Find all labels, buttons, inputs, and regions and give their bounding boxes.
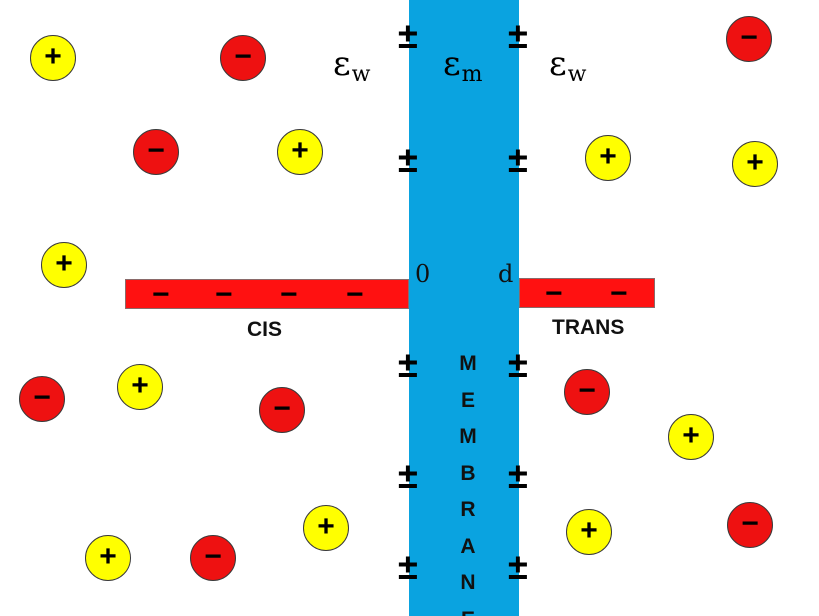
epsilon-subscript: w [351,62,371,87]
electrode-charge: − [280,278,298,311]
membrane-letter: E [460,388,475,412]
membrane-letter: N [460,571,476,594]
electrode-charge: − [152,278,170,311]
negative-ion: − [726,16,772,62]
surface-charge-left: ± [398,15,418,56]
membrane-letter: M [459,352,477,375]
membrane-letter: E [442,602,494,616]
surface-charge-right: ± [508,139,528,180]
coordinate-d: d [498,260,514,288]
epsilon-membrane: εm [443,44,483,87]
negative-ion: − [259,387,305,433]
positive-ion: + [41,242,87,288]
epsilon-symbol: ε [443,44,461,84]
membrane-letter: A [460,534,476,558]
positive-ion: + [303,505,349,551]
negative-ion: − [727,502,773,548]
cis-electrode [125,279,409,309]
surface-charge-left: ± [398,139,418,180]
positive-ion: + [566,509,612,555]
electrode-charge: − [346,278,364,311]
surface-charge-right: ± [508,15,528,56]
epsilon-symbol: ε [333,44,351,84]
negative-ion: − [133,129,179,175]
cis-label: CIS [247,318,283,341]
epsilon-subscript: m [461,62,483,87]
surface-charge-left: ± [398,455,418,496]
membrane-letter: B [460,461,476,485]
epsilon-symbol: ε [549,44,567,84]
surface-charge-right: ± [508,546,528,587]
positive-ion: + [668,414,714,460]
positive-ion: + [585,135,631,181]
positive-ion: + [732,141,778,187]
coordinate-zero: 0 [415,260,431,288]
epsilon-subscript: w [567,62,587,87]
negative-ion: − [564,369,610,415]
negative-ion: − [220,35,266,81]
membrane-slab [409,0,519,616]
surface-charge-right: ± [508,344,528,385]
electrode-charge: − [215,278,233,311]
positive-ion: + [277,129,323,175]
membrane-letter: R [460,498,476,521]
membrane-letter: M [459,425,477,448]
electrode-charge: − [545,277,563,310]
surface-charge-left: ± [398,546,418,587]
trans-label: TRANS [552,316,625,339]
electrode-charge: − [610,277,628,310]
positive-ion: + [30,35,76,81]
positive-ion: + [85,535,131,581]
epsilon-water-right: εw [549,44,586,87]
epsilon-water-left: εw [333,44,370,87]
negative-ion: − [190,535,236,581]
positive-ion: + [117,364,163,410]
surface-charge-left: ± [398,344,418,385]
trans-electrode [519,278,655,308]
negative-ion: − [19,376,65,422]
surface-charge-right: ± [508,455,528,496]
membrane-label: M E M B R A N E [442,346,494,616]
